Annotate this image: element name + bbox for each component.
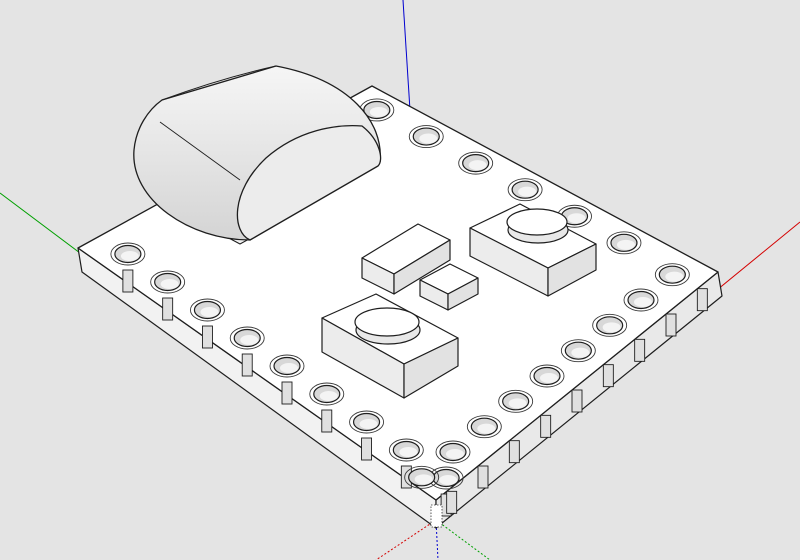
left-notch-4 <box>241 353 253 377</box>
right-notch-3 <box>508 440 520 464</box>
left-pad-1-ring <box>110 242 146 266</box>
chip-small[interactable] <box>419 263 479 311</box>
right-pad-3-ring <box>466 415 502 439</box>
top-pad-1-hole-floor <box>369 106 388 117</box>
right-pad-1-hole-floor <box>414 474 433 485</box>
left-notch-6 <box>321 409 333 433</box>
right-notch-6 <box>602 364 614 388</box>
left-pad-2-ring <box>150 270 186 294</box>
left-pad-7-ring <box>349 410 385 434</box>
button-top-cap <box>506 208 568 236</box>
top-pad-3-ring <box>458 151 494 175</box>
left-pad-4-hole-floor <box>240 335 259 345</box>
left-notch-2 <box>162 297 174 321</box>
top-pad-6-hole-floor <box>616 239 635 250</box>
chip-small-right <box>447 277 479 311</box>
usb-side-line <box>159 121 241 181</box>
left-notch-5 <box>281 381 293 405</box>
top-pad-2-hole-floor <box>419 133 438 144</box>
button-top-base-right <box>547 243 597 297</box>
red-axis-dotted <box>375 519 437 560</box>
usb-front-face <box>236 125 382 241</box>
usb-top-seam <box>161 65 277 101</box>
green-axis-dotted <box>435 519 491 560</box>
button-bottom-base-right <box>403 337 459 399</box>
top-pad-5-hole-floor <box>567 213 586 224</box>
left-pad-1-hole-floor <box>120 251 139 261</box>
right-notch-7 <box>634 338 646 362</box>
left-pad-2-hole-floor <box>160 279 179 289</box>
right-pad-2-hole-floor <box>446 449 464 459</box>
chip-large-right <box>393 239 451 295</box>
left-notch-7 <box>361 437 373 461</box>
top-pad-6-ring <box>606 231 642 255</box>
left-pad-3-hole-floor <box>200 307 219 317</box>
right-pad-7-hole-floor <box>602 322 621 333</box>
push-button-bottom[interactable] <box>321 293 459 399</box>
right-pad-8-ring <box>623 288 659 312</box>
top-pad-4-hole-floor <box>518 186 537 197</box>
right-pad-6-hole-floor <box>571 347 590 358</box>
right-pad-2-ring <box>435 440 471 464</box>
right-pad-5-hole-floor <box>540 373 558 383</box>
left-notch-1 <box>122 269 134 293</box>
right-pad-4-hole-floor <box>508 398 527 409</box>
left-pad-5-hole-floor <box>280 363 298 373</box>
left-pad-3-ring <box>189 298 225 322</box>
right-pad-1-ring <box>404 465 440 489</box>
left-pad-8-ring <box>388 438 424 462</box>
right-pad-9-ring <box>654 263 690 287</box>
left-pad-6-ring <box>309 382 345 406</box>
right-pad-5-ring <box>529 364 565 388</box>
left-pad-4-ring <box>229 326 265 350</box>
top-pad-2-ring <box>408 125 444 148</box>
left-notch-3 <box>201 325 213 349</box>
right-notch-4 <box>540 414 552 438</box>
left-pad-9-hole-floor <box>439 475 458 485</box>
button-bottom-cap <box>354 307 420 337</box>
right-notch-9 <box>696 288 708 312</box>
left-pad-8-hole-floor <box>399 447 418 457</box>
top-pad-3-hole-floor <box>468 160 487 171</box>
right-notch-8 <box>665 313 677 337</box>
top-pad-4-ring <box>507 178 543 202</box>
left-pad-6-hole-floor <box>319 391 338 401</box>
chip-large[interactable] <box>361 223 451 295</box>
left-pad-7-hole-floor <box>359 419 378 429</box>
castellated-pads <box>110 98 708 517</box>
right-pad-9-hole-floor <box>665 271 684 282</box>
right-notch-1 <box>446 490 458 514</box>
left-pad-5-ring <box>269 354 305 378</box>
push-button-top[interactable] <box>469 203 597 297</box>
right-pad-6-ring <box>560 339 596 363</box>
axis-origin-marker <box>430 504 443 528</box>
right-pad-8-hole-floor <box>634 297 652 307</box>
right-pad-7-ring <box>592 313 628 337</box>
right-notch-5 <box>571 389 583 413</box>
usb-c-connector[interactable] <box>133 65 382 245</box>
right-notch-2 <box>477 465 489 489</box>
right-pad-3-hole-floor <box>477 423 496 434</box>
right-pad-4-ring <box>498 389 534 413</box>
blue-axis-dotted <box>435 519 439 560</box>
